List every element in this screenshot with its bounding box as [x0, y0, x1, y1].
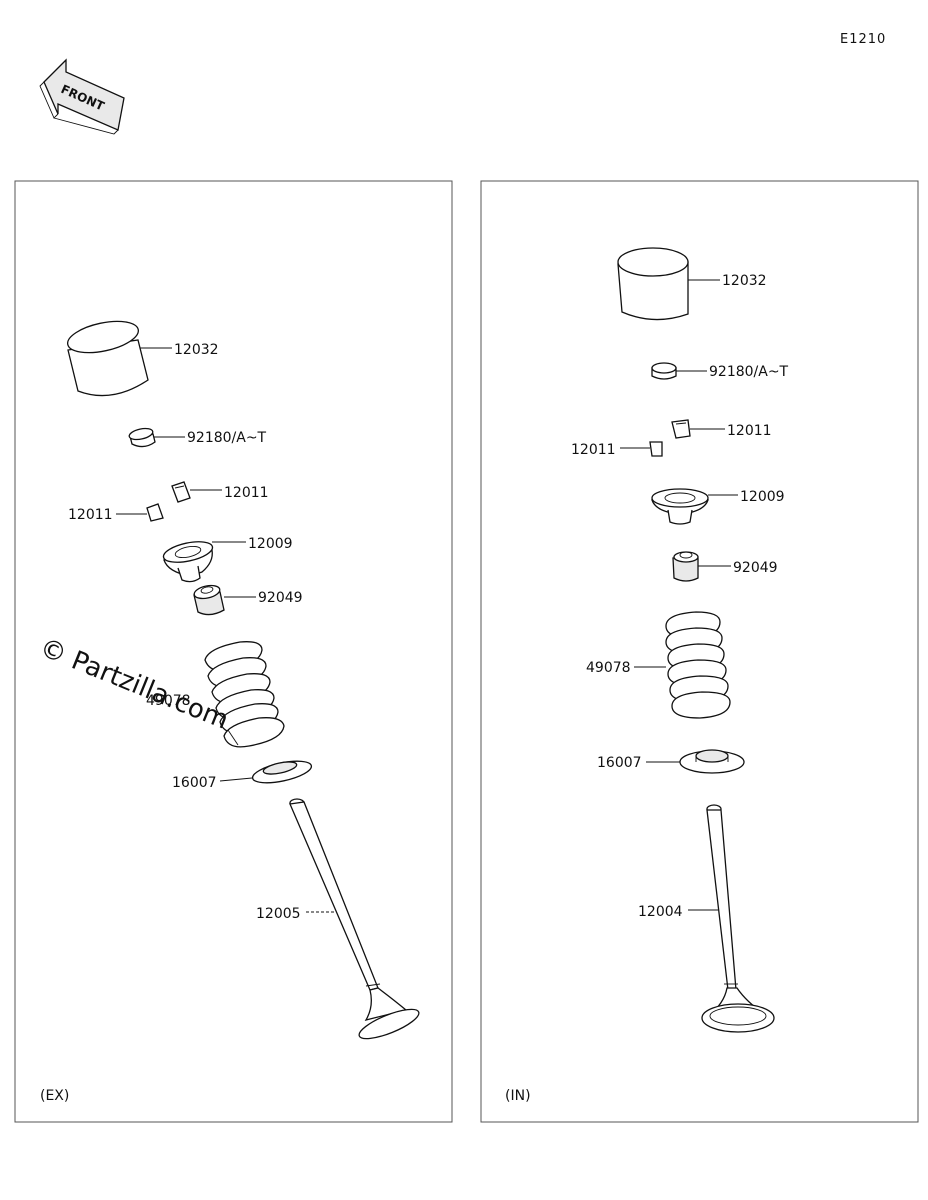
spring-seat-ex [219, 760, 313, 784]
callout-ex-valve: 12005 [256, 906, 301, 922]
stem-seal-in [672, 551, 731, 582]
callout-ex-tappet: 12032 [174, 342, 219, 358]
callout-in-stem-seal: 92049 [733, 560, 778, 576]
callout-ex-cotter-upper: 12011 [224, 485, 269, 501]
callout-ex-stem-seal: 92049 [258, 590, 303, 606]
valve-spring-ex [204, 641, 285, 748]
tappet-ex [67, 320, 172, 397]
panel-in: 12032 92180/A~T 12011 12011 1 [480, 180, 919, 1123]
callout-in-cotter-upper: 12011 [727, 423, 772, 439]
diagram-code: E1210 [840, 32, 886, 47]
watermark: © Partzilla.com [35, 633, 232, 736]
callout-ex-retainer: 12009 [248, 536, 293, 552]
cotter-lower-ex [116, 503, 164, 522]
callout-in-shim: 92180/A~T [709, 364, 789, 380]
callout-ex-shim: 92180/A~T [187, 430, 267, 446]
intake-valve-in [688, 804, 775, 1033]
cotter-upper-in [671, 419, 725, 439]
valve-spring-in [634, 611, 731, 719]
front-arrow-icon: FRONT [39, 58, 125, 135]
callout-in-spring: 49078 [586, 660, 631, 676]
callout-ex-seat: 16007 [172, 775, 217, 791]
stem-seal-ex [193, 584, 256, 616]
callout-in-seat: 16007 [597, 755, 642, 771]
spring-seat-in [646, 749, 745, 774]
panel-label-in: (IN) [505, 1088, 531, 1104]
panel-label-ex: (EX) [40, 1088, 69, 1104]
callout-in-valve: 12004 [638, 904, 683, 920]
callout-ex-spring: 49078 [146, 693, 191, 709]
exhaust-valve-ex [289, 798, 420, 1040]
cotter-upper-ex [171, 481, 222, 503]
callout-in-retainer: 12009 [740, 489, 785, 505]
callout-in-tappet: 12032 [722, 273, 767, 289]
spring-retainer-ex [162, 541, 246, 583]
tappet-in [617, 247, 720, 321]
shim-in [651, 362, 707, 380]
callout-in-cotter-lower: 12011 [571, 442, 616, 458]
cotter-lower-in [620, 441, 663, 457]
shim-ex [128, 427, 185, 448]
panel-ex: 12032 92180/A~T 12011 12011 1 [14, 180, 453, 1123]
spring-retainer-in [651, 488, 738, 525]
callout-ex-cotter-lower: 12011 [68, 507, 113, 523]
